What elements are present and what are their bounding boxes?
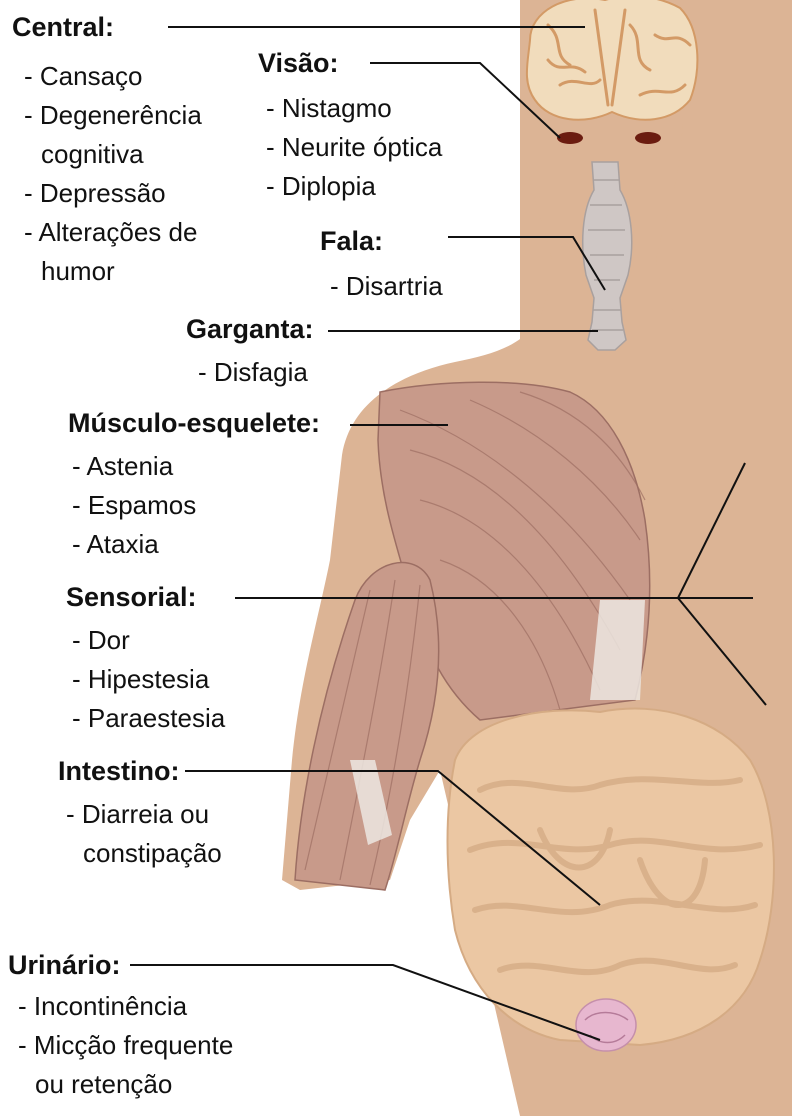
fala-item: - Disartria	[330, 267, 443, 306]
label-central: Central: - Cansaço - Degenerência cognit…	[12, 12, 202, 291]
garganta-item: - Disfagia	[198, 353, 314, 392]
musculo-item: - Astenia	[72, 447, 320, 486]
label-fala-items: - Disartria	[330, 267, 443, 306]
visao-item: - Neurite óptica	[266, 128, 442, 167]
left-eye-illustration	[557, 132, 583, 144]
visao-item: - Nistagmo	[266, 89, 442, 128]
label-urinario-items: - Incontinência - Micção frequente ou re…	[18, 987, 233, 1104]
label-urinario-title: Urinário:	[8, 950, 233, 981]
right-eye-illustration	[635, 132, 661, 144]
musculo-item: - Espamos	[72, 486, 320, 525]
sensorial-item: - Dor	[72, 621, 225, 660]
label-musculo-items: - Astenia - Espamos - Ataxia	[72, 447, 320, 564]
label-sensorial: Sensorial: - Dor - Hipestesia - Paraeste…	[66, 582, 225, 738]
sensorial-item: - Paraestesia	[72, 699, 225, 738]
brain-illustration	[527, 0, 698, 120]
label-visao-title: Visão:	[258, 48, 442, 79]
label-fala: Fala: - Disartria	[320, 226, 443, 306]
label-intestino: Intestino: - Diarreia ou constipação	[58, 756, 222, 873]
intestine-illustration	[448, 709, 774, 1045]
label-fala-title: Fala:	[320, 226, 443, 257]
urinario-item: - Micção frequente	[18, 1026, 233, 1065]
bladder-illustration	[576, 999, 636, 1051]
urinario-item: ou retenção	[35, 1065, 233, 1104]
label-musculo-title: Músculo-esquelete:	[68, 408, 320, 439]
central-item: - Alterações de	[24, 213, 202, 252]
central-item: humor	[41, 252, 202, 291]
urinario-item: - Incontinência	[18, 987, 233, 1026]
sensorial-item: - Hipestesia	[72, 660, 225, 699]
label-urinario: Urinário: - Incontinência - Micção frequ…	[8, 950, 233, 1104]
label-central-items: - Cansaço - Degenerência cognitiva - Dep…	[24, 57, 202, 291]
central-item: cognitiva	[41, 135, 202, 174]
label-sensorial-items: - Dor - Hipestesia - Paraestesia	[72, 621, 225, 738]
label-garganta: Garganta: - Disfagia	[186, 314, 314, 392]
label-central-title: Central:	[12, 12, 202, 43]
central-item: - Degenerência	[24, 96, 202, 135]
label-intestino-title: Intestino:	[58, 756, 222, 787]
label-sensorial-title: Sensorial:	[66, 582, 225, 613]
label-intestino-items: - Diarreia ou constipação	[66, 795, 222, 873]
intestino-item: constipação	[83, 834, 222, 873]
visao-item: - Diplopia	[266, 167, 442, 206]
central-item: - Depressão	[24, 174, 202, 213]
label-musculo: Músculo-esquelete: - Astenia - Espamos -…	[68, 408, 320, 564]
central-item: - Cansaço	[24, 57, 202, 96]
label-garganta-title: Garganta:	[186, 314, 314, 345]
label-garganta-items: - Disfagia	[198, 353, 314, 392]
label-visao-items: - Nistagmo - Neurite óptica - Diplopia	[266, 89, 442, 206]
musculo-item: - Ataxia	[72, 525, 320, 564]
intestino-item: - Diarreia ou	[66, 795, 222, 834]
label-visao: Visão: - Nistagmo - Neurite óptica - Dip…	[258, 48, 442, 206]
